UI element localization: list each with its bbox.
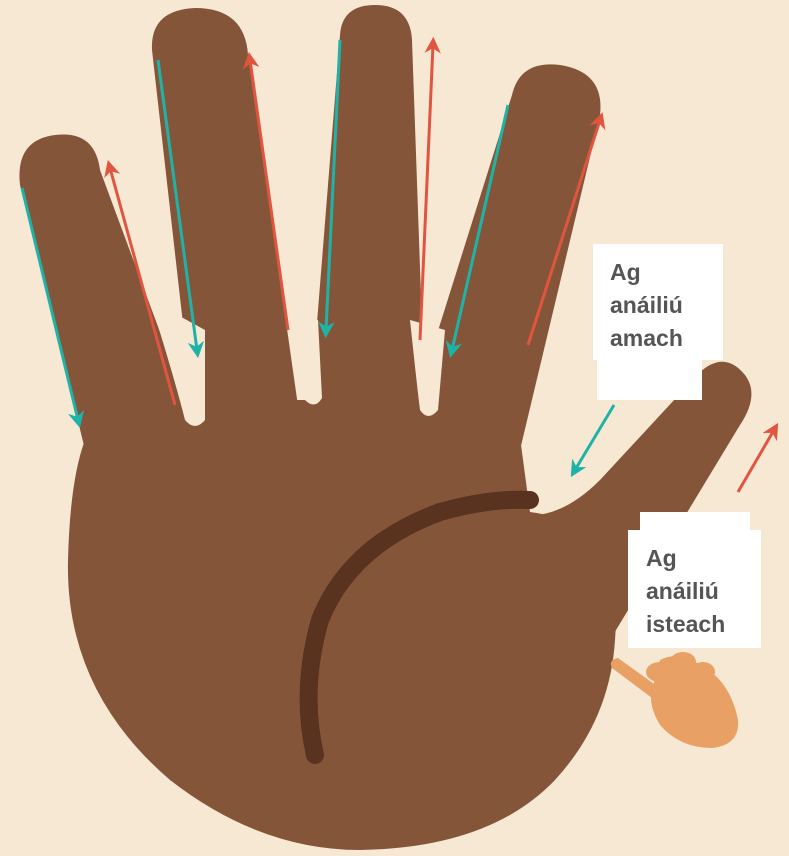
breathe-out-line-2: anáiliú [610,289,723,322]
breathe-out-line-1: Ag [610,256,723,289]
breathe-in-line-1: Ag [646,542,761,575]
inhale-arrow-thumb [575,405,614,470]
breathe-in-line-3: isteach [646,608,761,641]
hand [19,5,751,850]
palm [68,400,620,850]
exhale-arrow-thumb [738,430,774,492]
breathe-in-line-2: anáiliú [646,575,761,608]
breathe-out-line-3: amach [610,322,723,355]
middle-finger [310,5,425,410]
exhale-arrow-middle [420,45,433,340]
breathe-out-label: Ag anáiliú amach [593,244,723,360]
pointing-hand-icon [611,652,738,748]
breathe-in-label: Ag anáiliú isteach [628,530,761,648]
